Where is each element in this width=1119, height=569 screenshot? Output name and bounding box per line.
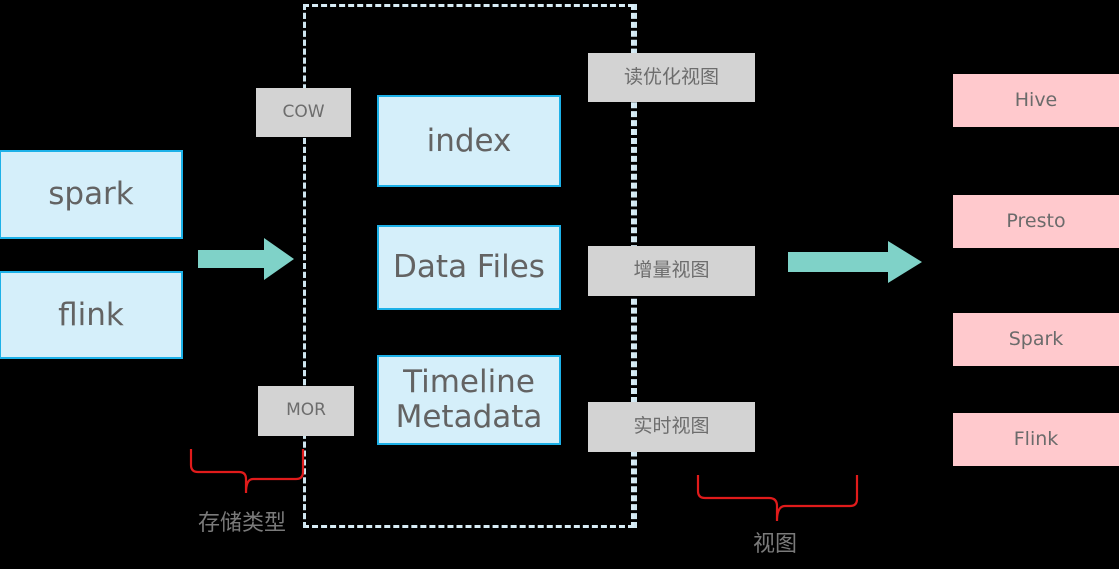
view-annotation-label: 视图 bbox=[753, 526, 797, 558]
ingest-arrow bbox=[198, 237, 294, 281]
storage-type-brace bbox=[189, 448, 305, 494]
view-chip-incremental-label: 增量视图 bbox=[633, 259, 710, 282]
storage-component-data-files[interactable]: Data Files bbox=[377, 225, 561, 310]
storage-type-annotation-label: 存储类型 bbox=[198, 505, 286, 537]
storage-type-chip-cow-label: COW bbox=[282, 101, 325, 122]
storage-type-brace-icon bbox=[189, 449, 305, 494]
consumer-box-flink[interactable]: Flink bbox=[953, 413, 1119, 466]
view-brace-icon bbox=[696, 475, 859, 522]
source-box-flink[interactable]: flink bbox=[0, 271, 183, 359]
query-arrow-icon bbox=[788, 241, 922, 283]
storage-component-timeline-metadata-line2: Metadata bbox=[395, 399, 543, 435]
view-annotation-text: 视图 bbox=[753, 532, 798, 557]
storage-type-chip-cow[interactable]: COW bbox=[256, 88, 351, 137]
consumer-box-spark-label: Spark bbox=[1008, 327, 1064, 350]
storage-type-chip-mor[interactable]: MOR bbox=[258, 386, 354, 436]
storage-type-annotation-text: 存储类型 bbox=[198, 511, 287, 536]
consumer-box-spark[interactable]: Spark bbox=[953, 313, 1119, 366]
view-brace bbox=[696, 474, 859, 522]
consumer-box-flink-label: Flink bbox=[1013, 427, 1059, 450]
storage-component-timeline-metadata-line1: Timeline bbox=[403, 364, 535, 401]
consumer-box-hive-label: Hive bbox=[1014, 88, 1058, 111]
storage-component-data-files-label: Data Files bbox=[393, 249, 545, 286]
view-chip-realtime-label: 实时视图 bbox=[633, 415, 710, 438]
source-box-spark[interactable]: spark bbox=[0, 150, 183, 239]
consumer-box-hive[interactable]: Hive bbox=[953, 74, 1119, 127]
consumer-box-presto-label: Presto bbox=[1006, 209, 1066, 232]
source-box-spark-label: spark bbox=[48, 176, 134, 213]
storage-component-index-label: index bbox=[426, 122, 512, 159]
consumer-box-presto[interactable]: Presto bbox=[953, 195, 1119, 248]
storage-type-divider-line bbox=[303, 4, 306, 528]
source-box-flink-label: flink bbox=[58, 296, 124, 333]
storage-component-index[interactable]: index bbox=[377, 95, 561, 187]
storage-type-chip-mor-label: MOR bbox=[286, 400, 326, 421]
view-chip-realtime[interactable]: 实时视图 bbox=[588, 402, 755, 452]
storage-component-timeline-metadata[interactable]: Timeline Metadata bbox=[377, 355, 561, 445]
view-chip-read-optimized[interactable]: 读优化视图 bbox=[588, 53, 755, 102]
query-arrow bbox=[788, 240, 922, 284]
ingest-arrow-icon bbox=[198, 238, 294, 280]
view-chip-read-optimized-label: 读优化视图 bbox=[623, 65, 719, 88]
view-chip-incremental[interactable]: 增量视图 bbox=[588, 246, 755, 296]
